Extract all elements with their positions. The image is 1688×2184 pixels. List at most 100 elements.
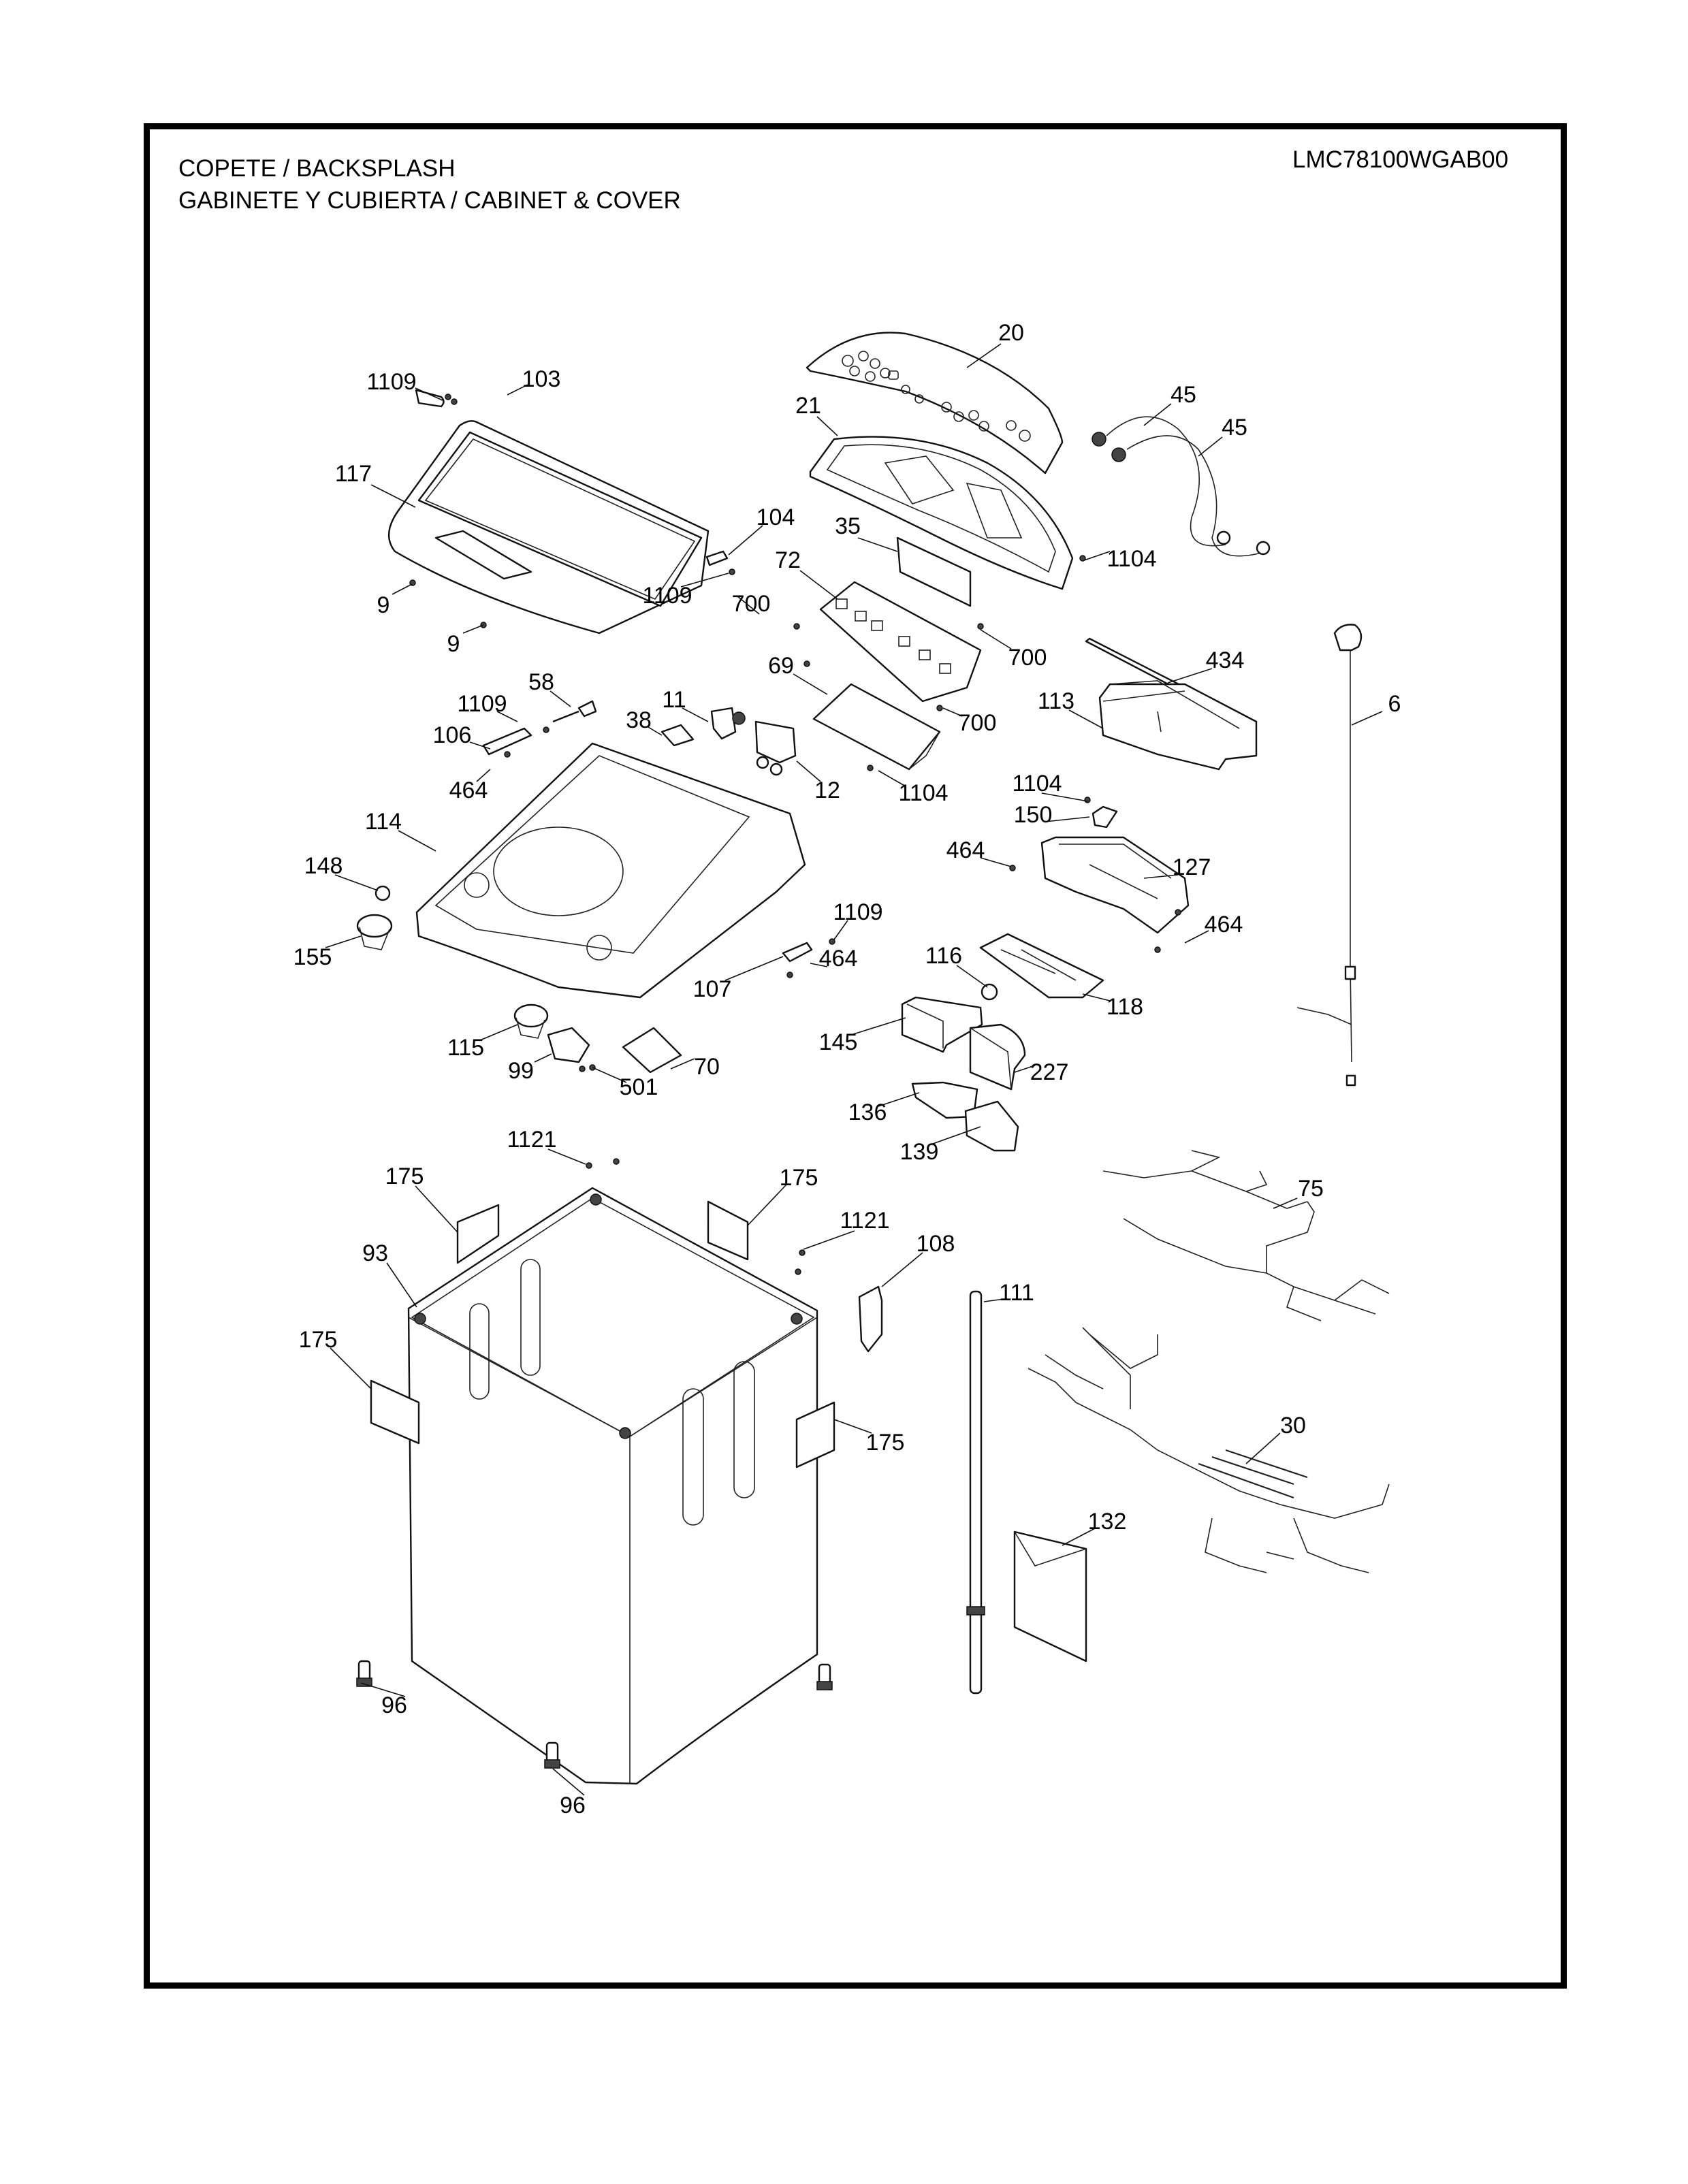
callout-464[interactable]: 464 [449, 777, 488, 803]
callout-464[interactable]: 464 [1204, 912, 1243, 937]
callout-38[interactable]: 38 [626, 707, 652, 733]
callout-115[interactable]: 115 [447, 1035, 485, 1061]
callout-136[interactable]: 136 [848, 1099, 887, 1125]
callout-700[interactable]: 700 [731, 591, 771, 617]
part-dispenser-housing[interactable] [1098, 680, 1258, 771]
callout-1109[interactable]: 1109 [833, 899, 883, 925]
part-hinge-107[interactable] [782, 942, 813, 963]
part-dispenser-drawer-145[interactable] [901, 996, 983, 1053]
callout-1109[interactable]: 1109 [642, 583, 692, 609]
part-label-38[interactable] [660, 724, 695, 747]
callout-9[interactable]: 9 [447, 631, 460, 657]
callout-72[interactable]: 72 [775, 547, 801, 573]
part-115[interactable] [513, 1003, 549, 1039]
callout-118[interactable]: 118 [1106, 994, 1144, 1020]
callout-21[interactable]: 21 [795, 393, 821, 419]
part-bracket-139[interactable] [964, 1100, 1019, 1152]
callout-12[interactable]: 12 [814, 777, 840, 803]
callout-75[interactable]: 75 [1298, 1176, 1324, 1202]
part-dispenser-tray[interactable] [979, 933, 1104, 999]
callout-93[interactable]: 93 [362, 1240, 388, 1266]
part-display-window[interactable] [896, 536, 972, 607]
callout-20[interactable]: 20 [998, 320, 1024, 346]
callout-117[interactable]: 117 [334, 461, 372, 487]
callout-106[interactable]: 106 [432, 722, 472, 748]
callout-1109[interactable]: 1109 [457, 691, 507, 717]
callout-155[interactable]: 155 [293, 944, 332, 970]
callout-227[interactable]: 227 [1030, 1059, 1069, 1085]
part-wire-harness-30[interactable] [1028, 1327, 1390, 1573]
callout-148[interactable]: 148 [304, 853, 343, 879]
callout-1121[interactable]: 1121 [840, 1208, 890, 1234]
part-leveling-leg[interactable] [816, 1663, 833, 1690]
part-155[interactable] [356, 914, 393, 950]
part-108[interactable] [858, 1285, 883, 1353]
part-top-cover[interactable] [415, 742, 806, 999]
callout-30[interactable]: 30 [1280, 1413, 1306, 1439]
callout-175[interactable]: 175 [298, 1327, 338, 1353]
callout-127[interactable]: 127 [1172, 854, 1211, 880]
part-manual-132[interactable] [1013, 1530, 1087, 1663]
part-control-board[interactable] [819, 581, 982, 703]
part-pcb-assembly[interactable] [812, 683, 941, 771]
callout-96[interactable]: 96 [560, 1793, 586, 1818]
part-cap-116[interactable] [981, 983, 998, 1001]
callout-1104[interactable]: 1104 [1012, 771, 1062, 797]
callout-700[interactable]: 700 [1008, 645, 1047, 671]
callout-45[interactable]: 45 [1171, 382, 1196, 408]
callout-150[interactable]: 150 [1013, 802, 1053, 828]
part-leveling-leg[interactable] [544, 1741, 560, 1769]
callout-99[interactable]: 99 [508, 1058, 534, 1084]
callout-1121[interactable]: 1121 [507, 1127, 557, 1153]
callout-1104[interactable]: 1104 [1106, 546, 1157, 572]
part-switch-58[interactable] [552, 700, 597, 723]
part-control-panel-overlay[interactable] [806, 332, 1064, 475]
part-pad-175d[interactable] [795, 1401, 835, 1468]
callout-145[interactable]: 145 [818, 1029, 858, 1055]
part-label-70[interactable] [622, 1027, 682, 1074]
callout-9[interactable]: 9 [377, 592, 390, 618]
callout-464[interactable]: 464 [818, 946, 858, 971]
callout-11[interactable]: 11 [662, 687, 686, 713]
callout-58[interactable]: 58 [528, 669, 554, 695]
callout-464[interactable]: 464 [946, 837, 985, 863]
callout-113[interactable]: 113 [1037, 688, 1075, 714]
part-dispenser-drawer-227[interactable] [969, 1023, 1026, 1091]
callout-45[interactable]: 45 [1222, 415, 1247, 440]
part-hinge-106[interactable] [482, 727, 532, 756]
callout-175[interactable]: 175 [385, 1163, 424, 1189]
callout-434[interactable]: 434 [1205, 647, 1245, 673]
part-water-valve-12[interactable] [754, 720, 797, 776]
part-inlet-hoses[interactable] [1092, 416, 1271, 557]
callout-6[interactable]: 6 [1388, 691, 1401, 717]
part-150[interactable] [1092, 805, 1118, 829]
callout-108[interactable]: 108 [916, 1231, 955, 1257]
part-drain-hose[interactable] [966, 1290, 985, 1695]
callout-116[interactable]: 116 [925, 943, 963, 969]
callout-69[interactable]: 69 [768, 653, 794, 679]
callout-501[interactable]: 501 [619, 1074, 658, 1100]
callout-139[interactable]: 139 [899, 1139, 939, 1165]
part-pad-175a[interactable] [456, 1204, 500, 1264]
part-control-panel-frame[interactable] [809, 436, 1074, 590]
callout-104[interactable]: 104 [756, 504, 795, 530]
callout-175[interactable]: 175 [865, 1430, 905, 1456]
part-power-cord[interactable] [1296, 624, 1363, 1087]
callout-132[interactable]: 132 [1087, 1509, 1127, 1535]
part-dispenser-frame[interactable] [1040, 836, 1190, 934]
callout-96[interactable]: 96 [381, 1692, 407, 1718]
part-water-valve-11[interactable] [710, 707, 746, 740]
callout-103[interactable]: 103 [522, 366, 561, 392]
part-wire-harness-75[interactable] [1102, 1150, 1390, 1321]
callout-700[interactable]: 700 [957, 710, 997, 736]
callout-114[interactable]: 114 [364, 809, 402, 835]
callout-35[interactable]: 35 [835, 513, 861, 539]
callout-1104[interactable]: 1104 [898, 780, 949, 806]
part-cabinet[interactable] [407, 1187, 818, 1785]
callout-175[interactable]: 175 [779, 1165, 818, 1191]
callout-1109[interactable]: 1109 [366, 369, 417, 395]
part-pad-175b[interactable] [707, 1200, 749, 1261]
part-leveling-leg[interactable] [356, 1660, 372, 1687]
callout-107[interactable]: 107 [692, 976, 732, 1002]
part-lid-lock-99[interactable] [547, 1027, 590, 1063]
